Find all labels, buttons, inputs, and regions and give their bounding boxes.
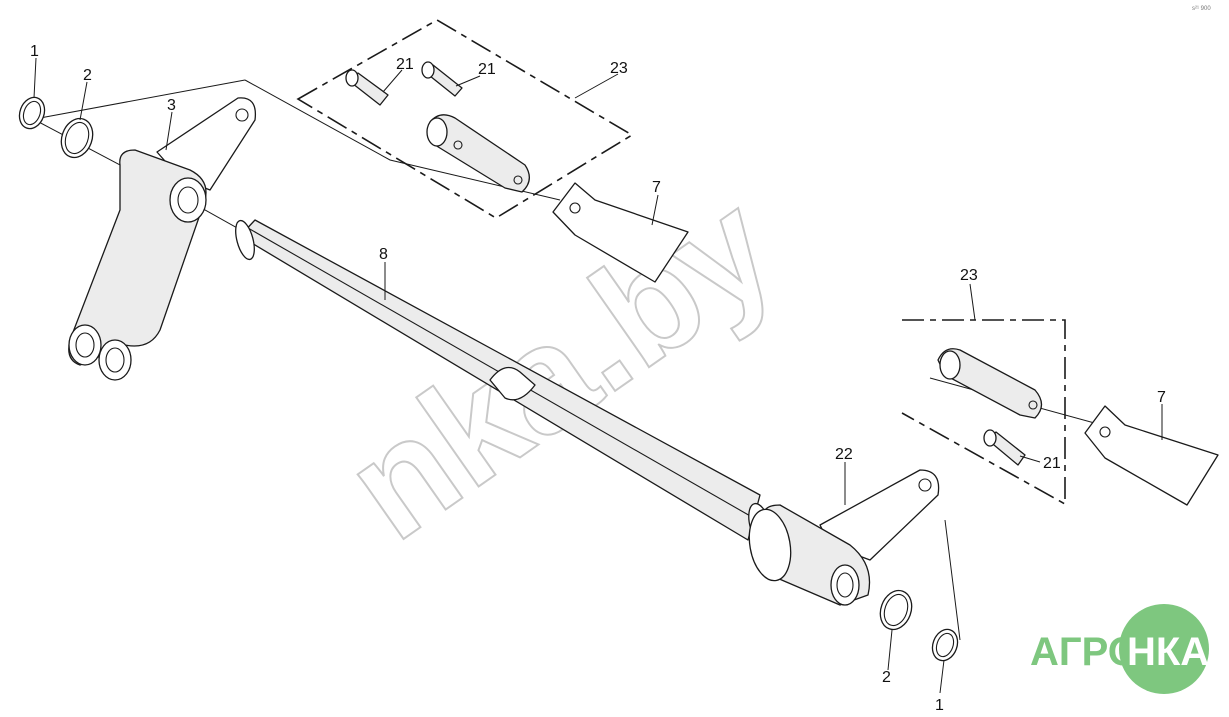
washer-bottom [879,589,913,631]
callout-1-top: 1 [30,43,39,60]
callout-7-right: 7 [1157,389,1166,406]
assembly-frame-right [901,319,1066,506]
corner-mark: s²¹ 900 [1192,6,1211,12]
pin-21-b [421,61,463,97]
callout-2-bottom: 2 [882,669,891,686]
callout-21-right: 21 [1043,455,1061,472]
clevis-top [426,114,530,193]
agronka-logo: АГРО НКА [1030,604,1209,694]
logo-circle [1119,604,1209,694]
callout-22: 22 [835,446,853,463]
callout-1-bottom: 1 [935,697,944,714]
lever-hub-22 [748,469,940,606]
axis-line-right [929,377,1121,641]
leaders [33,57,1163,694]
pin-21-right [983,429,1026,466]
callout-23-top: 23 [610,60,628,77]
link-plate-7-right [1084,405,1219,506]
callout-2-top: 2 [83,67,92,84]
logo-text-right: НКА [1127,630,1209,674]
callout-23-right: 23 [960,267,978,284]
washer-top [60,117,94,159]
logo-text-left: АГРО [1030,630,1139,674]
callout-8: 8 [379,246,388,263]
circlip-bottom [931,628,959,662]
pin-21-a [345,69,389,106]
clevis-right [937,348,1043,419]
link-plate-7-top [552,182,689,283]
lever-arm-3 [68,97,257,381]
callout-21-b: 21 [478,61,496,78]
callout-7-top: 7 [652,179,661,196]
callout-3: 3 [167,97,176,114]
callout-21-a: 21 [396,56,414,73]
circlip-top [18,96,46,130]
